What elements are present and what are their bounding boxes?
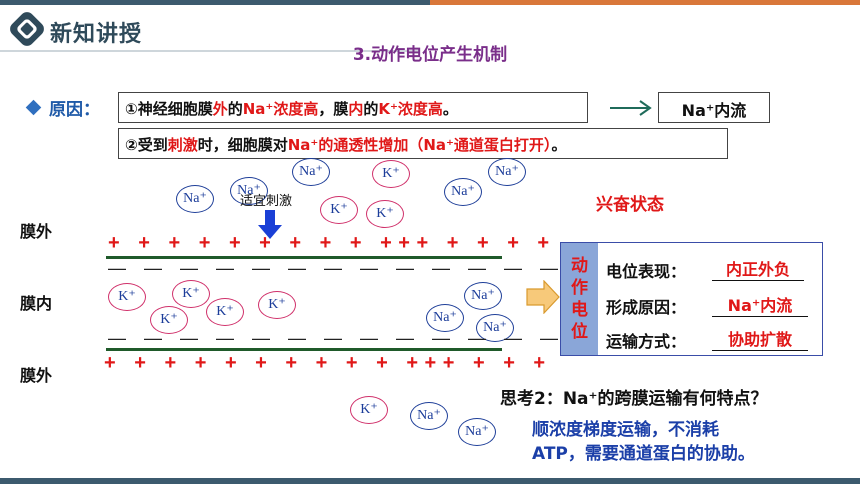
k-ion: K⁺ (206, 298, 244, 326)
block-arrow-icon (526, 280, 560, 314)
diamond-bullet-icon (25, 99, 42, 116)
excited-state-label: 兴奋状态 (596, 195, 664, 215)
top-bar-left (0, 0, 430, 5)
potential-label: 电位表现： (606, 262, 687, 281)
k-ion: K⁺ (320, 196, 358, 224)
cause-value: Na⁺内流 (712, 292, 808, 317)
na-ion: Na⁺ (488, 158, 526, 186)
na-ion: Na⁺ (444, 178, 482, 206)
k-ion: K⁺ (172, 280, 210, 308)
membrane-inside-label: 膜内 (20, 294, 53, 313)
transport-label: 运输方式： (606, 332, 687, 351)
minus-charge-row: — — — — — — — — — — — — — — — (108, 258, 637, 278)
k-ion: K⁺ (372, 160, 410, 188)
na-ion: Na⁺ (476, 314, 514, 342)
reason-line-2: ②受到刺激时，细胞膜对Na⁺的通透性增加（Na⁺通道蛋白打开）。 (118, 128, 728, 159)
action-potential-vertical-label: 动作电位 (561, 243, 598, 355)
na-ion: Na⁺ (458, 418, 496, 446)
na-influx-box: Na⁺内流 (658, 92, 770, 123)
k-ion: K⁺ (108, 283, 146, 311)
membrane-outside-label: 膜外 (20, 366, 53, 385)
cause-label: 形成原因： (606, 298, 687, 317)
plus-charge-row: + + + + + + + + + + +++ + + + (104, 352, 552, 374)
page-header-title: 新知讲授 (50, 22, 143, 47)
answer-text: 顺浓度梯度运输，不消耗 ATP，需要通道蛋白的协助。 (532, 418, 755, 466)
membrane-line (106, 348, 502, 351)
membrane-outside-label: 膜外 (20, 222, 53, 241)
membrane-line (106, 256, 502, 259)
answer-line-1: 顺浓度梯度运输，不消耗 (532, 420, 719, 440)
stimulus-label: 适宜刺激 (240, 194, 293, 209)
na-ion: Na⁺ (292, 158, 330, 186)
plus-charge-row: + + + + + + + + + +++ + + + + (108, 232, 556, 254)
transport-value: 协助扩散 (712, 326, 808, 351)
header-badge-icon (10, 12, 44, 46)
na-ion: Na⁺ (426, 304, 464, 332)
header-divider (0, 50, 420, 52)
reason-line-1: ①神经细胞膜外的Na⁺浓度高，膜内的K⁺浓度高。 (118, 92, 588, 123)
k-ion: K⁺ (150, 306, 188, 334)
arrow-right-icon (610, 100, 652, 116)
top-bar-right (430, 0, 860, 5)
bottom-bar (0, 478, 860, 484)
reason-label: 原因： (25, 95, 100, 120)
k-ion: K⁺ (258, 291, 296, 319)
k-ion: K⁺ (366, 200, 404, 228)
potential-value: 内正外负 (712, 256, 804, 281)
na-ion: Na⁺ (176, 185, 214, 213)
k-ion: K⁺ (350, 396, 388, 424)
answer-line-2: ATP，需要通道蛋白的协助。 (532, 444, 755, 464)
section-title: 3.动作电位产生机制 (352, 45, 508, 65)
action-potential-box (560, 242, 823, 356)
na-ion: Na⁺ (230, 177, 268, 205)
na-ion: Na⁺ (464, 282, 502, 310)
minus-charge-row: — — — — — — — — — — — — — — — (108, 328, 637, 348)
stimulus-arrow-icon (258, 210, 282, 239)
na-ion: Na⁺ (410, 402, 448, 430)
think-question: 思考2：Na⁺的跨膜运输有何特点？ (500, 389, 768, 409)
